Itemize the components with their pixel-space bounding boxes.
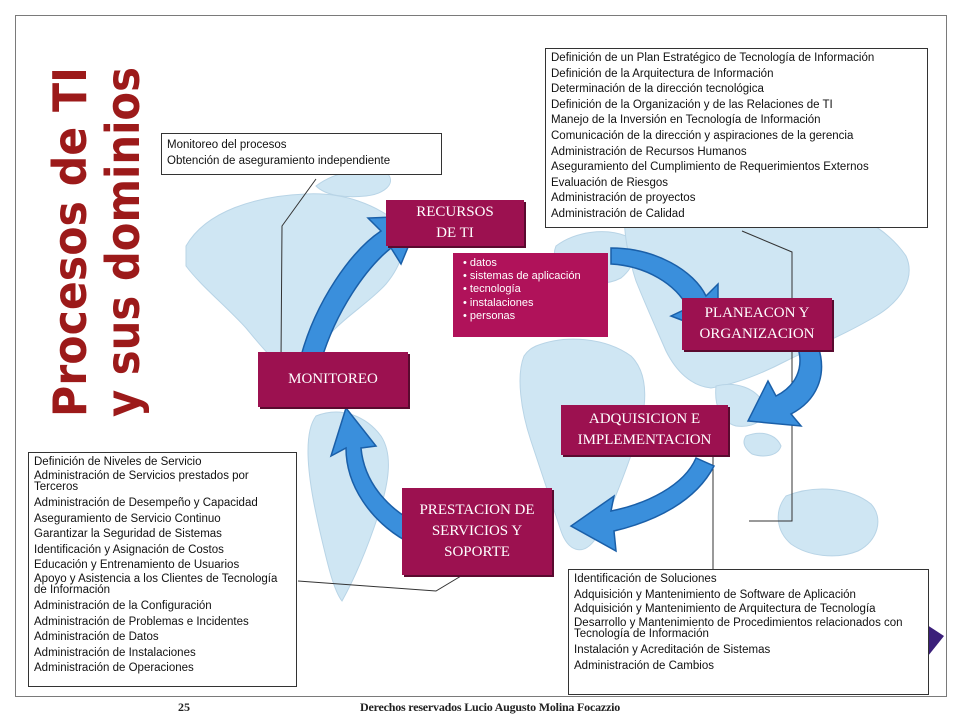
callout-item: Comunicación de la dirección y aspiracio… — [551, 129, 854, 142]
node-prestacion-line-1: PRESTACION DE — [419, 502, 535, 518]
resource-item: instalaciones — [453, 297, 608, 310]
callout-item: Monitoreo del procesos — [167, 139, 287, 151]
callout-item: Administración de Desempeño y Capacidad — [34, 497, 258, 510]
node-prestacion-line-2: SERVICIOS Y — [431, 523, 523, 539]
callout-item: Educación y Entrenamiento de Usuarios — [34, 559, 240, 572]
callout-item: Adquisición y Mantenimiento de Software … — [574, 588, 856, 601]
callout-item: Determinación de la dirección tecnológic… — [551, 83, 764, 96]
node-recursos-line-1: RECURSOS — [416, 204, 494, 220]
callout-item: Administración de Cambios — [574, 659, 714, 672]
callout-item: Adquisición y Mantenimiento de Arquitect… — [574, 603, 876, 616]
callout-item: Identificación y Asignación de Costos — [34, 543, 224, 556]
callout-item: Definición de Niveles de Servicio — [34, 456, 202, 468]
node-planeacion-organizacion[interactable]: PLANEACON Y ORGANIZACION — [682, 298, 832, 350]
node-prestacion-servicios-soporte[interactable]: PRESTACION DE SERVICIOS Y SOPORTE — [402, 488, 552, 575]
callout-planeacion: Definición de un Plan Estratégico de Tec… — [545, 48, 928, 228]
callout-item: Apoyo y Asistencia a los Clientes de Tec… — [34, 573, 278, 597]
node-adquisicion-line-1: ADQUISICION E — [588, 411, 701, 427]
node-adquisicion-implementacion[interactable]: ADQUISICION E IMPLEMENTACION — [561, 405, 728, 455]
callout-item: Administración de Problemas e Incidentes — [34, 615, 249, 628]
node-adquisicion-line-2: IMPLEMENTACION — [577, 432, 712, 448]
title-line-1: Procesos de TI — [43, 67, 97, 417]
callout-item: Evaluación de Riesgos — [551, 176, 668, 189]
callout-prestacion: Definición de Niveles de Servicio Admini… — [28, 452, 297, 687]
callout-item: Desarrollo y Mantenimiento de Procedimie… — [574, 617, 903, 641]
callout-item: Administración de Operaciones — [34, 662, 194, 675]
callout-monitoreo: Monitoreo del procesos Obtención de aseg… — [161, 133, 442, 175]
page-number: 25 — [178, 700, 190, 714]
callout-adquisicion: Identificación de Soluciones Adquisición… — [568, 569, 929, 695]
resource-item: datos — [453, 257, 608, 270]
callout-item: Instalación y Acreditación de Sistemas — [574, 644, 771, 657]
resource-item: sistemas de aplicación — [453, 270, 608, 283]
node-planeacion-line-1: PLANEACON Y — [704, 305, 810, 321]
node-planeacion-line-2: ORGANIZACION — [699, 326, 815, 342]
callout-item: Obtención de aseguramiento independiente — [167, 154, 391, 167]
callout-item: Administración de Instalaciones — [34, 646, 196, 659]
resource-item: personas — [453, 310, 608, 323]
callout-item: Administración de la Configuración — [34, 600, 212, 613]
page-title: Procesos de TI y sus dominios — [43, 67, 150, 417]
node-monitoreo-label: MONITOREO — [288, 371, 378, 387]
callout-item: Administración de proyectos — [551, 192, 696, 205]
node-recursos-de-ti[interactable]: RECURSOS DE TI — [386, 200, 524, 246]
copyright-notice: Derechos reservados Lucio Augusto Molina… — [360, 700, 621, 714]
callout-item: Garantizar la Seguridad de Sistemas — [34, 528, 222, 541]
it-resources-list: datos sistemas de aplicación tecnología … — [453, 253, 608, 337]
callout-item: Administración de Recursos Humanos — [551, 145, 747, 158]
node-recursos-line-2: DE TI — [436, 225, 474, 241]
callout-item: Administración de Datos — [34, 631, 159, 644]
callout-item: Identificación de Soluciones — [574, 573, 717, 585]
title-line-2: y sus dominios — [96, 67, 150, 417]
node-monitoreo[interactable]: MONITOREO — [258, 352, 408, 407]
callout-item: Aseguramiento del Cumplimiento de Requer… — [551, 161, 869, 174]
callout-item: Definición de un Plan Estratégico de Tec… — [551, 52, 875, 64]
callout-item: Manejo de la Inversión en Tecnología de … — [551, 114, 821, 127]
callout-item: Definición de la Organización y de las R… — [551, 98, 833, 111]
callout-item: Definición de la Arquitectura de Informa… — [551, 67, 774, 80]
callout-item: Aseguramiento de Servicio Continuo — [34, 512, 221, 525]
node-prestacion-line-3: SOPORTE — [444, 544, 510, 560]
callout-item: Administración de Servicios prestados po… — [34, 470, 249, 494]
callout-item: Administración de Calidad — [551, 207, 685, 220]
resource-item: tecnología — [453, 283, 608, 296]
